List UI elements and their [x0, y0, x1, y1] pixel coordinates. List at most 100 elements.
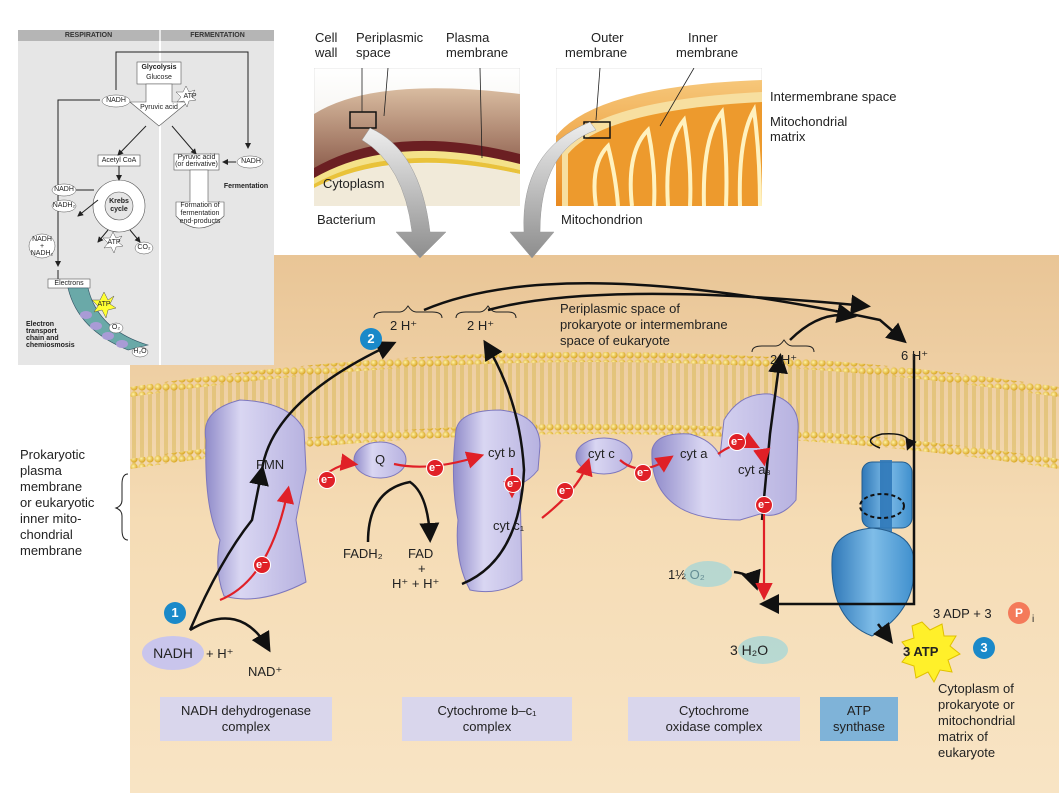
nad-label: NAD⁺	[248, 664, 283, 679]
electron-6: e⁻	[634, 464, 652, 482]
membrane-label-3: membrane	[20, 479, 83, 494]
inset-formation-1: Formation of	[180, 202, 220, 209]
step-3-badge: 3	[973, 637, 995, 659]
electron-8: e⁻	[755, 496, 773, 514]
membrane-label-7: membrane	[20, 543, 83, 558]
membrane-label-5: inner mito-	[20, 511, 82, 526]
inset-electrons: Electrons	[54, 280, 84, 287]
electron-1: e⁻	[253, 556, 271, 574]
fad-plus-label: +	[418, 561, 426, 576]
step-2-badge: 2	[360, 328, 382, 350]
h2o-label: 3 H₂O	[730, 642, 769, 658]
cyt-c-label: cyt c	[588, 446, 615, 461]
pi-subscript: i	[1032, 614, 1035, 625]
cyt-c1-label: cyt c₁	[493, 518, 525, 533]
q-label: Q	[375, 452, 386, 467]
cyto-note-4: matrix of	[938, 729, 988, 744]
inset-glucose: Glucose	[146, 74, 172, 81]
electron-4: e⁻	[504, 475, 522, 493]
label-matrix-2: matrix	[770, 129, 806, 144]
proton-label-6h: 6 H⁺	[901, 348, 929, 363]
label-mitochondrion: Mitochondrion	[561, 212, 643, 227]
inset-etc-4: chemiosmosis	[26, 342, 75, 349]
inset-krebs-1: Krebs	[109, 198, 129, 205]
inset-header-fermentation: FERMENTATION	[161, 30, 274, 41]
cyt-b-label: cyt b	[488, 445, 516, 460]
o2-oval	[684, 561, 732, 587]
label-outer-2: membrane	[565, 45, 628, 60]
inset-atp-2: ATP	[107, 239, 121, 246]
label-intermembrane: Intermembrane space	[770, 89, 897, 104]
periplasmic-note-2: prokaryote or intermembrane	[560, 317, 728, 332]
respiration-fermentation-inset: RESPIRATION FERMENTATION	[18, 30, 274, 365]
inset-etc-2: transport	[26, 328, 57, 335]
cyt-a3-label: cyt a₃	[738, 462, 771, 477]
cyto-note-2: prokaryote or	[938, 697, 1015, 712]
electron-2: e⁻	[318, 471, 336, 489]
proton-label-2h-b: 2 H⁺	[467, 318, 495, 333]
fad-label: FAD	[408, 546, 434, 561]
label-bacterium: Bacterium	[317, 212, 376, 227]
label-cell-wall-2: wall	[315, 45, 338, 60]
electron-5: e⁻	[556, 482, 574, 500]
fad-protons-label: H⁺ + H⁺	[392, 576, 440, 591]
fadh2-label: FADH₂	[343, 546, 383, 561]
label-inner-1: Inner	[688, 30, 718, 45]
inset-nadh2-2: NADH₂	[52, 202, 76, 209]
label-periplasmic-1: Periplasmic	[356, 30, 424, 45]
plus-h-label: + H⁺	[206, 646, 234, 661]
nadh-label: NADH	[153, 645, 193, 661]
inset-etc-1: Electron	[26, 321, 55, 328]
proton-label-2h-a: 2 H⁺	[390, 318, 418, 333]
atp-output-label: 3 ATP	[903, 644, 939, 659]
inset-pyruvic-acid: Pyruvic acid	[140, 104, 178, 111]
cyt-a-label: cyt a	[680, 446, 708, 461]
cyto-note-3: mitochondrial	[938, 713, 1016, 728]
inset-nadh-3c: NADH₂	[30, 250, 54, 257]
adp-label: 3 ADP + 3	[933, 606, 992, 621]
label-cytoplasm: Cytoplasm	[323, 176, 385, 191]
label-plasma-1: Plasma	[446, 30, 490, 45]
inset-etc-3: chain and	[26, 335, 59, 342]
periplasmic-note-3: space of eukaryote	[560, 333, 670, 348]
label-inner-2: membrane	[676, 45, 739, 60]
mitochondrion-illustration	[555, 67, 763, 207]
h2o-oval	[738, 636, 788, 664]
inset-fermentation: Fermentation	[223, 183, 269, 190]
inset-atp-1: ATP	[183, 93, 197, 100]
inset-pyruvic-deriv-1: Pyruvic acid	[177, 154, 216, 161]
membrane-label-6: chondrial	[20, 527, 73, 542]
inset-co2: CO₂	[137, 244, 151, 251]
inset-acetyl-coa: Acetyl CoA	[101, 157, 137, 164]
nadh-oval: NADH	[142, 636, 204, 670]
label-outer-1: Outer	[591, 30, 624, 45]
label-cell-wall-1: Cell	[315, 30, 338, 45]
cyto-note-1: Cytoplasm of	[938, 681, 1014, 696]
inset-nadh-1: NADH	[106, 97, 126, 104]
inset-header-respiration: RESPIRATION	[18, 30, 159, 41]
membrane-label-4: or eukaryotic	[20, 495, 95, 510]
inset-o2: O₂	[111, 324, 121, 331]
proton-label-2h-c: 2 H⁺	[770, 352, 798, 367]
electron-3: e⁻	[426, 459, 444, 477]
inset-formation-3: end-products	[179, 218, 221, 225]
label-plasma-2: membrane	[446, 45, 509, 60]
step-1-badge: 1	[164, 602, 186, 624]
electron-7: e⁻	[728, 433, 746, 451]
membrane-label-2: plasma	[20, 463, 62, 478]
inset-krebs-2: cycle	[110, 206, 128, 213]
inset-atp-3: ATP	[97, 301, 111, 308]
label-periplasmic-2: space	[356, 45, 391, 60]
inset-glycolysis: Glycolysis	[141, 64, 177, 71]
inset-nadh-right: NADH	[241, 158, 261, 165]
label-matrix-1: Mitochondrial	[770, 114, 848, 129]
pi-circle: P	[1008, 602, 1030, 624]
membrane-label-1: Prokaryotic	[20, 447, 86, 462]
inset-nadh-3a: NADH	[32, 236, 52, 243]
inset-nadh-3b: +	[39, 243, 45, 250]
periplasmic-note-1: Periplasmic space of	[560, 301, 680, 316]
inset-formation-2: fermentation	[180, 210, 220, 217]
